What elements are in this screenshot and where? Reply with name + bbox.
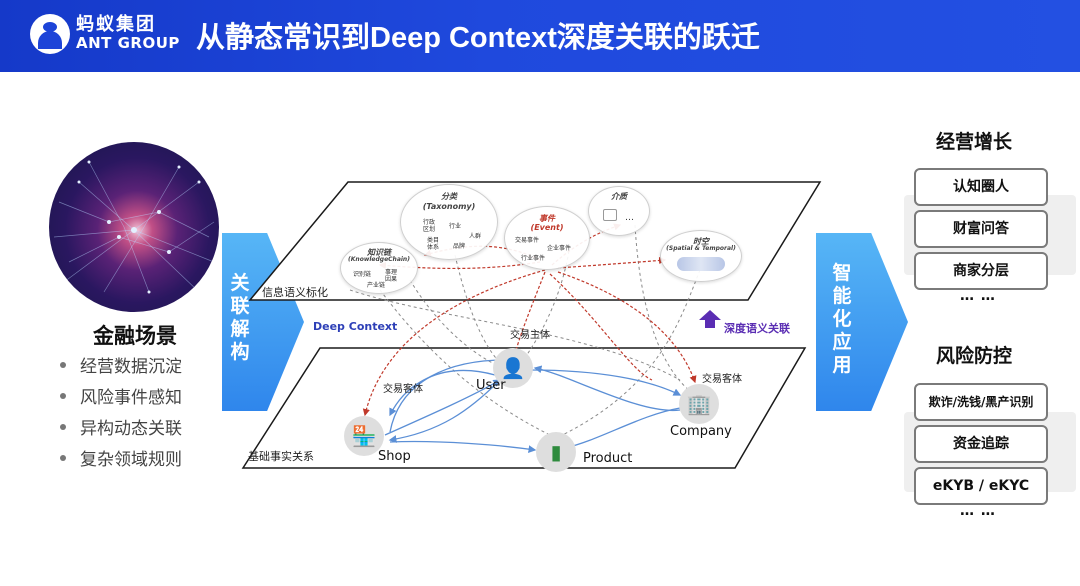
- header-bar: 蚂蚁集团 ANT GROUP 从静态常识到Deep Context深度关联的跃迁: [0, 0, 1080, 72]
- bullet-dot-icon: [60, 393, 66, 399]
- taxonomy-item: 人群: [469, 233, 482, 240]
- user-label: User: [476, 378, 506, 393]
- purple-up-arrow: [699, 310, 721, 328]
- shop-label: Shop: [378, 449, 411, 464]
- media-doc-icon: [603, 209, 617, 221]
- world-map-icon: [677, 257, 725, 271]
- knowledge-bubble: 知识链 (KnowledgeChain) 识别链 事理 因果 产业链: [340, 242, 418, 294]
- knowledge-item: 识别链: [353, 271, 372, 278]
- shop-icon: 🏪: [351, 424, 377, 448]
- application-char: 化: [832, 308, 852, 330]
- scene-bullets: 经营数据沉淀 风险事件感知 异构动态关联 复杂领域规则: [60, 352, 260, 476]
- event-item: 交易事件: [515, 237, 540, 244]
- growth-more: … …: [960, 288, 996, 304]
- decompose-char: 构: [230, 341, 250, 363]
- brand-en: ANT GROUP: [76, 34, 180, 52]
- risk-more: … …: [960, 503, 996, 519]
- bottom-plane-label: 基础事实关系: [248, 450, 314, 463]
- media-item: …: [625, 213, 634, 223]
- taxonomy-item: 行业: [449, 223, 462, 230]
- event-item: 企业事件: [547, 245, 572, 252]
- spatial-bubble: 时空 (Spatial & Temporal): [660, 230, 742, 282]
- bullet-text: 复杂领域规则: [80, 450, 182, 470]
- media-bubble: 介质 …: [588, 186, 650, 236]
- deep-relation-label: 深度语义关联: [724, 322, 790, 335]
- growth-title: 经营增长: [936, 131, 1013, 153]
- edge-label-object-left: 交易客体: [383, 384, 423, 395]
- taxonomy-item: 区划: [423, 226, 436, 233]
- event-item: 行业事件: [521, 255, 546, 262]
- media-title: 介质: [611, 192, 627, 201]
- bullet-dot-icon: [60, 424, 66, 430]
- taxonomy-bubble: 分类 (Taxonomy) 行政 区划 行业 人群 类目 体系 品牌: [400, 184, 498, 260]
- taxonomy-item: 品牌: [453, 243, 466, 250]
- bullet-dot-icon: [60, 362, 66, 368]
- application-char: 智: [832, 262, 852, 284]
- network-image: [49, 142, 219, 312]
- top-plane-label: 信息语义标化: [262, 286, 328, 299]
- decompose-char: 关: [230, 272, 250, 294]
- ant-logo-icon: [30, 14, 70, 54]
- taxonomy-item: 体系: [427, 244, 440, 251]
- product-label: Product: [583, 451, 633, 466]
- slide-title: 从静态常识到Deep Context深度关联的跃迁: [196, 22, 760, 54]
- taxonomy-item: 行政: [423, 219, 436, 226]
- product-node: ▮: [536, 432, 576, 472]
- taxonomy-subtitle: (Taxonomy): [422, 202, 476, 211]
- bullet-item: 复杂领域规则: [60, 445, 260, 476]
- taxonomy-title: 分类: [441, 192, 457, 201]
- event-subtitle: (Event): [530, 223, 564, 232]
- deep-context-diagram: 信息语义标化 基础事实关系 Deep Context 深度语义关联 交易主体 交…: [240, 170, 840, 480]
- risk-title: 风险防控: [936, 345, 1013, 367]
- growth-item-cognitive-circle: 认知圈人: [914, 168, 1048, 206]
- application-char: 应: [832, 331, 852, 353]
- growth-item-wealth-qa: 财富问答: [914, 210, 1048, 248]
- knowledge-item: 产业链: [367, 282, 386, 289]
- decompose-char: 联: [230, 295, 250, 317]
- bullet-text: 异构动态关联: [80, 419, 182, 439]
- knowledge-item: 因果: [385, 276, 398, 283]
- knowledge-title: 知识链: [367, 248, 391, 257]
- deep-context-label: Deep Context: [313, 320, 398, 333]
- brand-cn: 蚂蚁集团: [76, 14, 156, 35]
- user-node: 👤: [493, 348, 533, 388]
- decompose-label: 关 联 解 构: [226, 272, 254, 364]
- edge-label-subject: 交易主体: [510, 330, 550, 341]
- bullet-text: 风险事件感知: [80, 388, 182, 408]
- decompose-char: 解: [230, 318, 250, 340]
- application-char: 能: [832, 285, 852, 307]
- event-title: 事件: [539, 214, 555, 223]
- application-label: 智 能 化 应 用: [828, 262, 856, 377]
- growth-item-merchant-tiering: 商家分层: [914, 252, 1048, 290]
- product-icon: ▮: [550, 440, 562, 464]
- shop-node: 🏪: [344, 416, 384, 456]
- knowledge-subtitle: (KnowledgeChain): [348, 256, 410, 263]
- spatial-title: 时空: [693, 237, 709, 246]
- risk-item-ekyb-ekyc: eKYB / eKYC: [914, 467, 1048, 505]
- risk-item-fraud-detection: 欺诈/洗钱/黑产识别: [914, 383, 1048, 421]
- bullet-text: 经营数据沉淀: [80, 357, 182, 377]
- company-label: Company: [670, 424, 732, 439]
- blue-links: [384, 356, 682, 453]
- scene-title: 金融场景: [93, 324, 177, 348]
- spatial-subtitle: (Spatial & Temporal): [666, 245, 736, 252]
- risk-item-fund-tracking: 资金追踪: [914, 425, 1048, 463]
- edge-label-object-right: 交易客体: [702, 374, 742, 385]
- event-bubble: 事件 (Event) 交易事件 企业事件 行业事件: [504, 206, 590, 270]
- taxonomy-item: 类目: [427, 237, 440, 244]
- knowledge-item: 事理: [385, 269, 398, 276]
- company-icon: 🏢: [686, 392, 712, 416]
- user-icon: 👤: [500, 356, 526, 380]
- ant-group-logo: 蚂蚁集团 ANT GROUP: [26, 6, 186, 66]
- bullet-dot-icon: [60, 455, 66, 461]
- bullet-item: 风险事件感知: [60, 383, 260, 414]
- application-char: 用: [832, 354, 852, 376]
- bullet-item: 异构动态关联: [60, 414, 260, 445]
- company-node: 🏢: [679, 384, 719, 424]
- bullet-item: 经营数据沉淀: [60, 352, 260, 383]
